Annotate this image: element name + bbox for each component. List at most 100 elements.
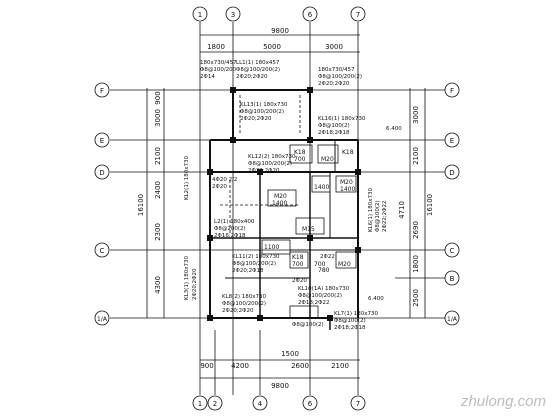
dim-top-5000: 5000 <box>263 43 281 51</box>
dim-bottom-total: 9800 <box>271 382 289 390</box>
axis-left-E: E <box>100 137 104 145</box>
label-kl6-right: KL6(1) 180x730 <box>368 188 374 232</box>
axis-left-F: F <box>100 87 104 95</box>
label-kl16-c: 2Φ18;2Φ18 <box>318 130 350 136</box>
tag-700-a: 700 <box>294 156 306 163</box>
dim-right-2100: 2100 <box>412 147 420 165</box>
label-n4120: 4Φ20 2/2 <box>212 177 237 183</box>
label-l1-right-b: Φ8@100/200(2) <box>318 74 362 80</box>
label-l1-left-b: Φ8@100/200 <box>200 67 237 73</box>
dim-right-1800: 1800 <box>412 255 420 273</box>
label-n2720: 2Φ20 <box>292 278 307 284</box>
axis-bottom-4: 4 <box>258 400 263 408</box>
axis-bubbles <box>94 6 460 411</box>
axis-bottom-1: 1 <box>198 400 202 408</box>
tag-1400-b: 1400 <box>340 186 355 193</box>
label-vert-left: 2Φ20;2Φ20 <box>192 268 198 300</box>
tag-k18-a: K18 <box>294 149 306 156</box>
axis-right-B: B <box>450 275 455 283</box>
axis-left-D: D <box>99 169 104 177</box>
axis-bottom-2: 2 <box>213 400 217 408</box>
axis-right-F: F <box>450 87 454 95</box>
dim-right-2500: 2500 <box>412 289 420 307</box>
dim-left-900: 900 <box>154 91 162 104</box>
label-kl6-right-b: Φ8@100(2) <box>375 200 381 232</box>
tag-700-c: 700 <box>314 261 326 268</box>
elevation-6400-bottom: 6.400 <box>368 296 384 302</box>
label-kl13-b: Φ8@100/200(2) <box>240 109 284 115</box>
label-kl10: KL10(1A) 180x730 <box>298 286 350 292</box>
label-n2722: 2Φ22 <box>320 254 335 260</box>
tag-1100: 1100 <box>264 244 279 251</box>
dim-right-3000: 3000 <box>412 106 420 124</box>
label-kl6-right-c: 2Φ22;2Φ22 <box>382 200 388 232</box>
label-kl10-b: Φ8@100/200(2) <box>298 293 342 299</box>
label-kl7-c: 2Φ18;2Φ18 <box>334 325 366 331</box>
label-kl3-left: KL3(1) 180x730 <box>184 256 190 300</box>
label-kl12: KL12(2) 180x730 <box>248 154 296 160</box>
dim-right-extra: 4710 <box>398 201 406 219</box>
label-kl12-b: Φ8@100/200(2) <box>248 161 292 167</box>
label-l1-top-c: 2Φ20;2Φ20 <box>236 74 268 80</box>
label-l1-top: LL1(1) 180x457 <box>236 60 280 66</box>
label-kl13-c: 2Φ20;2Φ20 <box>240 116 272 122</box>
dim-left-2300: 2300 <box>154 223 162 241</box>
tag-k18-b: K18 <box>342 149 354 156</box>
tag-700-b: 700 <box>292 261 304 268</box>
tag-m20-d: M20 <box>338 261 351 268</box>
label-kl10-c: 2Φ18;2Φ22 <box>298 300 330 306</box>
label-kl13: KL13(1) 180x730 <box>240 102 288 108</box>
dim-left-3000: 3000 <box>154 109 162 127</box>
label-l2-b: Φ8@200(2) <box>214 226 246 232</box>
axis-left-C: C <box>100 247 105 255</box>
tag-1400-a: 1400 <box>314 184 329 191</box>
label-l1-right-c: 2Φ20;2Φ20 <box>318 81 350 87</box>
axis-top-6: 6 <box>308 11 313 19</box>
dim-top-3000: 3000 <box>325 43 343 51</box>
label-l1-left-c: 2Φ14 <box>200 74 215 80</box>
label-n4120b: 2Φ20 <box>212 184 227 190</box>
dim-top-total: 9800 <box>271 27 289 35</box>
axis-right-1A: 1/A <box>447 316 458 323</box>
label-kl8-b: Φ8@100/200(2) <box>222 301 266 307</box>
elevation-6400-top: 6.400 <box>386 126 402 132</box>
dim-left-2400: 2400 <box>154 181 162 199</box>
tag-m20-a: M20 <box>321 156 334 163</box>
label-l1-right: 180x730/457 <box>318 67 355 73</box>
axis-top-1: 1 <box>198 11 202 19</box>
label-kl12-c: 2Φ22;2Φ20 <box>248 168 280 174</box>
axis-right-C: C <box>450 247 455 255</box>
dim-bottom-900: 900 <box>200 362 213 370</box>
label-l2-c: 2Φ16;2Φ18 <box>214 233 246 239</box>
tag-780: 780 <box>318 267 330 274</box>
watermark-text: zhulong.com <box>460 393 546 410</box>
dim-left-2100: 2100 <box>154 147 162 165</box>
axis-right-D: D <box>449 169 454 177</box>
label-kl16-b: Φ8@100(2) <box>318 123 350 129</box>
axis-bottom-7: 7 <box>356 400 360 408</box>
tag-k18-c: K18 <box>292 254 304 261</box>
axis-top-3: 3 <box>231 11 235 19</box>
dim-right-total: 16100 <box>426 194 434 216</box>
label-kl8-c: 2Φ20;2Φ20 <box>222 308 254 314</box>
dim-right-2690: 2690 <box>412 221 420 239</box>
label-kl11-b: Φ8@100/200(2) <box>232 261 276 267</box>
axis-top-7: 7 <box>356 11 360 19</box>
tag-m20-b: M20 <box>340 179 353 186</box>
axis-right-E: E <box>450 137 454 145</box>
axis-left-1A: 1/A <box>97 316 108 323</box>
label-kl7-b: Φ8@100(2) <box>334 318 366 324</box>
dim-bottom-2100: 2100 <box>331 362 349 370</box>
dim-left-4300: 4300 <box>154 276 162 294</box>
label-kl8: KL8(2) 180x730 <box>222 294 266 300</box>
label-kl7: KL7(1) 180x730 <box>334 311 378 317</box>
label-l1-top-b: Φ8@100/200(2) <box>236 67 280 73</box>
tag-1400-c: 1400 <box>272 200 287 207</box>
dim-top-1800: 1800 <box>207 43 225 51</box>
dim-bottom-4200: 4200 <box>231 362 249 370</box>
label-l1-left: 180x730/457 <box>200 60 237 66</box>
dim-bottom-2600: 2600 <box>291 362 309 370</box>
tag-m15: M15 <box>302 226 315 233</box>
label-l2: L2(1) 180x400 <box>214 219 255 225</box>
